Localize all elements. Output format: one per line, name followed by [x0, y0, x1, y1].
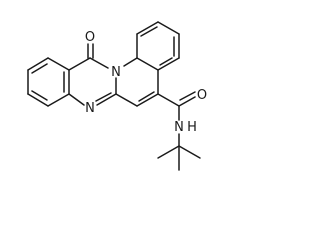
bond — [157, 145, 180, 159]
bond — [68, 57, 91, 71]
bond-inner — [31, 63, 48, 74]
bond — [157, 93, 180, 107]
structure-diagram: O N N O N H — [27, 21, 207, 171]
bond — [157, 21, 180, 35]
bond-inner — [140, 26, 158, 37]
bond — [68, 93, 85, 106]
bond — [115, 93, 138, 107]
bond — [178, 96, 196, 107]
bonds — [27, 21, 201, 171]
bond-inner — [31, 90, 48, 101]
bond — [136, 93, 159, 107]
bond — [89, 57, 109, 69]
bond — [27, 57, 49, 71]
bond — [179, 91, 196, 101]
bond — [27, 93, 49, 107]
amide-hydrogen-label: H — [187, 120, 197, 135]
bond-inner — [159, 57, 173, 66]
bond — [47, 57, 70, 71]
atom-labels: O N N O N H — [85, 30, 207, 135]
ring-nitrogen-bottom-label: N — [85, 101, 95, 116]
ring-nitrogen-top-label: N — [111, 65, 121, 80]
bond — [136, 57, 159, 71]
bond — [95, 92, 112, 102]
molecule-svg: O N N O N H — [27, 21, 207, 171]
bond — [138, 91, 155, 102]
bond — [178, 145, 201, 159]
bond — [123, 57, 138, 67]
bond — [136, 21, 159, 35]
bond — [157, 57, 180, 71]
carbonyl-oxygen-label: O — [85, 30, 95, 45]
amide-oxygen-label: O — [197, 88, 207, 103]
amide-nitrogen-label: N — [174, 120, 184, 135]
bond — [96, 93, 117, 106]
bond — [47, 93, 70, 107]
